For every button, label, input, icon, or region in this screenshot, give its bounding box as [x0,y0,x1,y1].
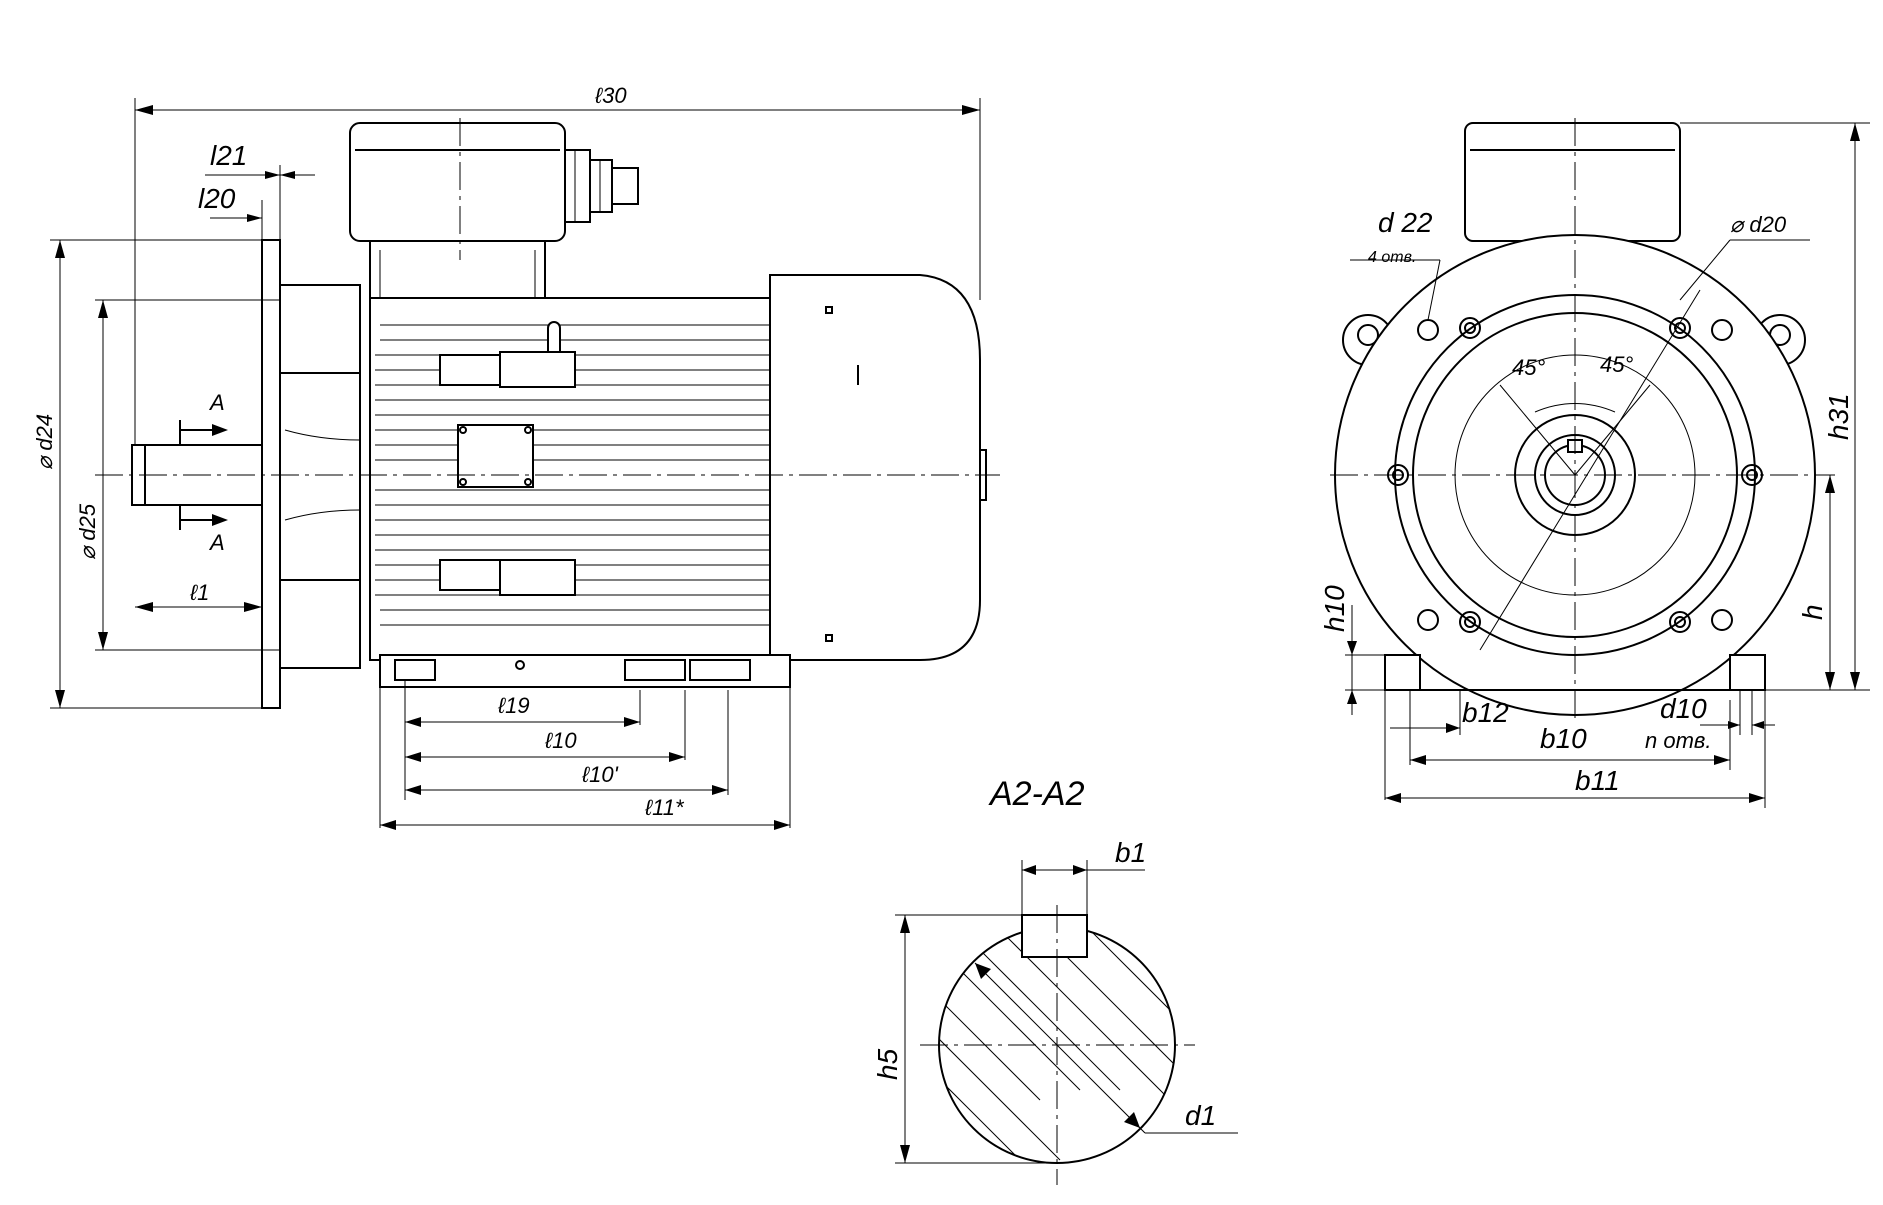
side-view: ℓ30 l21 l20 ⌀ d24 ⌀ d25 ℓ1 A A ℓ19 ℓ10 ℓ… [32,83,1000,830]
dim-b11: b11 [1575,765,1620,796]
section-mark-top: A [208,390,225,415]
dim-l1: ℓ1 [189,580,209,605]
dim-d20: ⌀ d20 [1730,212,1787,237]
dim-b1: b1 [1115,837,1146,868]
dim-d24: ⌀ d24 [32,414,57,470]
dim-l11: ℓ11* [644,795,685,820]
dim-l10-prime: ℓ10' [581,762,619,787]
dim-l21: l21 [210,140,247,171]
fan-cover [769,274,987,661]
dim-b12: b12 [1462,697,1509,728]
dim-l10: ℓ10 [544,728,577,753]
dim-l20: l20 [198,183,236,214]
side-dimensions [50,98,981,830]
front-dimensions [1345,122,1870,808]
section-mark-bottom: A [208,530,225,555]
dim-d1: d1 [1185,1100,1216,1131]
dim-h5: h5 [872,1048,903,1080]
dim-d25: ⌀ d25 [75,503,100,560]
dim-angle-1: 45° [1512,355,1545,380]
section-title: A2-A2 [988,775,1085,813]
section-view: A2-A2 [872,775,1238,1185]
dim-h10: h10 [1319,585,1350,632]
flange [261,239,361,709]
front-view: d 22 4 отв. ⌀ d20 45° 45° h31 h h10 b12 … [1319,118,1870,808]
dim-d22: d 22 [1378,207,1433,238]
dim-d22-note: 4 отв. [1368,249,1416,266]
dim-h31: h31 [1823,393,1854,440]
feet [379,654,791,688]
dim-l30: ℓ30 [594,83,627,108]
dim-angle-2: 45° [1600,352,1633,377]
dim-l19: ℓ19 [497,693,530,718]
motor-frame [369,297,771,661]
terminal-box [349,122,639,300]
dim-d10: d10 [1660,693,1707,724]
dim-d10-note: n отв. [1645,728,1712,753]
dim-h: h [1797,604,1828,620]
dim-b10: b10 [1540,723,1587,754]
